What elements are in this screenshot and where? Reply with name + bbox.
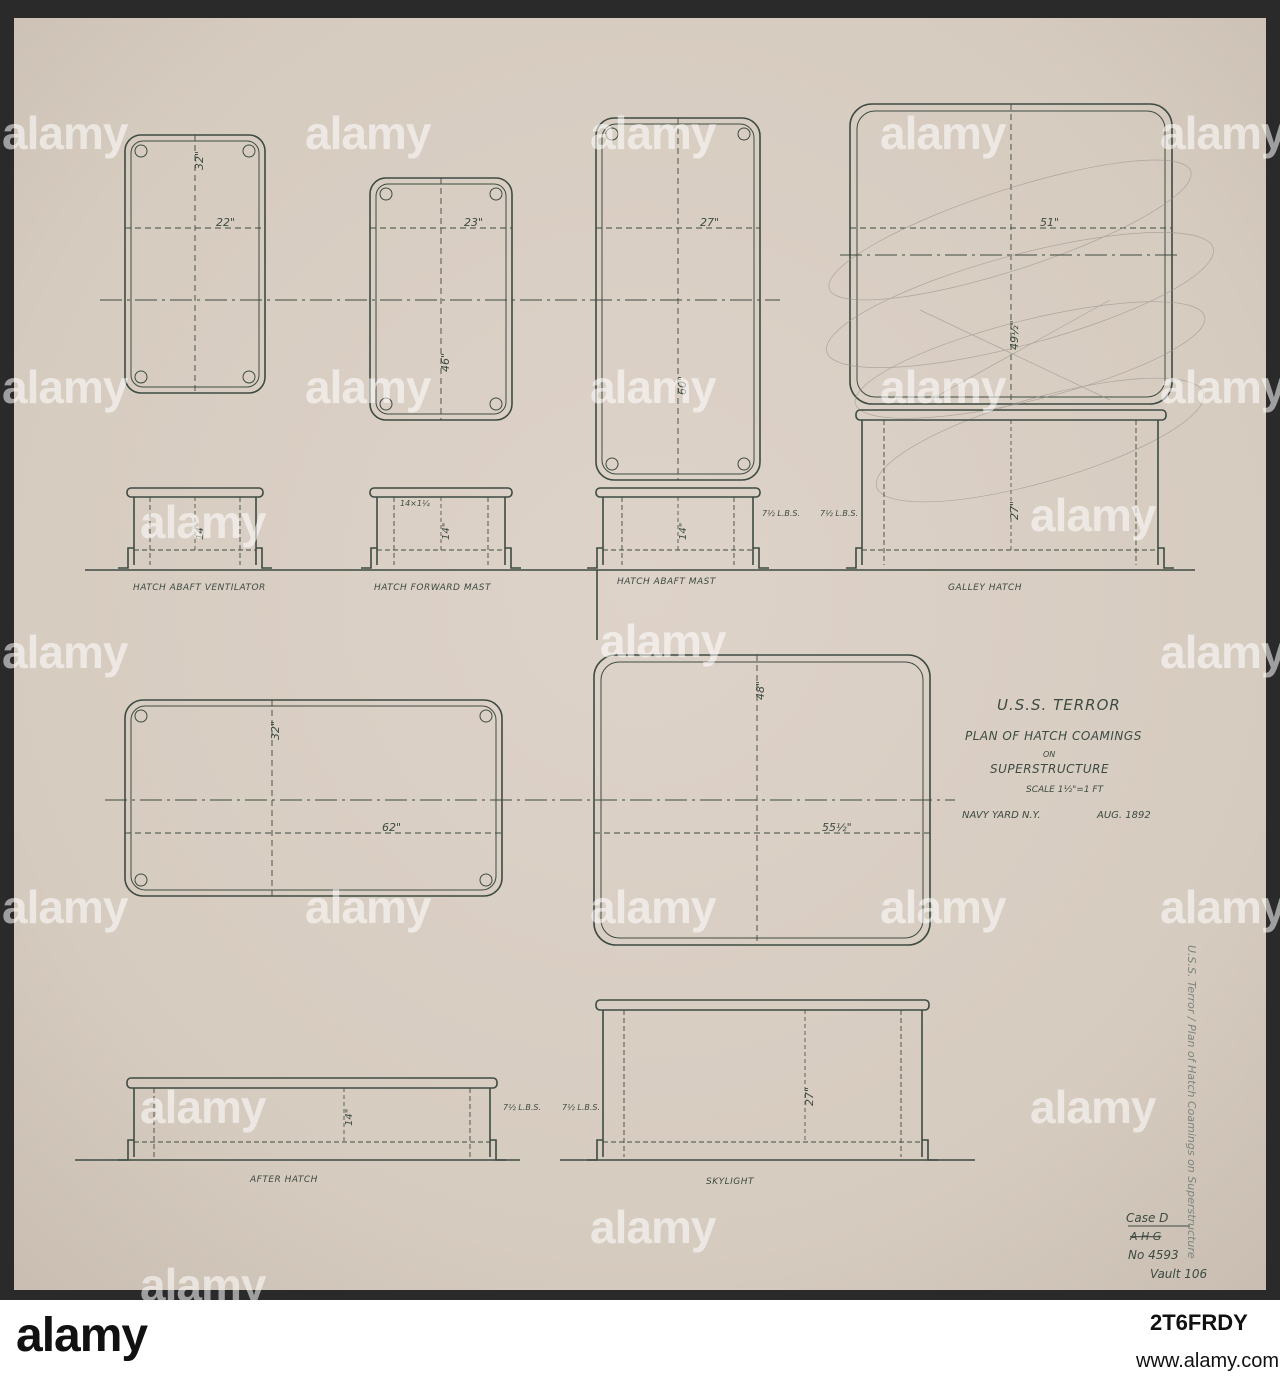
archive-case: Case D	[1126, 1211, 1168, 1225]
caption-galley-hatch: GALLEY HATCH	[948, 583, 1022, 593]
archive-vault: Vault 106	[1150, 1267, 1208, 1281]
dim-h3-width: 27"	[700, 216, 719, 229]
drawing-subtitle-1: PLAN OF HATCH COAMINGS	[965, 729, 1142, 743]
archive-number: No 4593	[1128, 1248, 1179, 1262]
dim-h1-height: 32"	[193, 151, 206, 170]
blueprint-drawing: 32" 22" 23" 46" 27" 60" 51" 49½" 32" 62"…	[0, 0, 1280, 1300]
blueprint-sheet: 32" 22" 23" 46" 27" 60" 51" 49½" 32" 62"…	[0, 0, 1280, 1300]
stock-footer: alamy 2T6FRDY www.alamy.com	[0, 1300, 1280, 1390]
drawing-yard: NAVY YARD N.Y.	[962, 810, 1041, 821]
elev-h2-height: 14"	[441, 523, 452, 540]
hatch-forward-mast-elevation	[361, 487, 521, 569]
dim-h4-width: 51"	[1040, 216, 1059, 229]
dim-h3-height: 60"	[676, 376, 689, 395]
caption-hatch-abaft-ventilator: HATCH ABAFT VENTILATOR	[133, 583, 266, 593]
elev-h3-note: 7½ L.B.S.	[762, 509, 800, 518]
hatch-abaft-ventilator-plan	[124, 134, 266, 394]
caption-skylight: SKYLIGHT	[706, 1177, 755, 1187]
hatch-abaft-ventilator-elevation	[118, 487, 272, 569]
dim-h2-height: 46"	[439, 353, 452, 372]
elev-h4-note: 7½ L.B.S.	[820, 509, 858, 518]
caption-after-hatch: AFTER HATCH	[249, 1175, 318, 1185]
site-url: www.alamy.com	[1136, 1350, 1279, 1372]
skylight-elevation	[587, 999, 938, 1161]
hatch-forward-mast-plan	[369, 177, 513, 421]
galley-hatch-plan	[826, 103, 1214, 503]
drawing-subtitle-3: SUPERSTRUCTURE	[990, 762, 1109, 776]
dim-h6-height: 48"	[754, 681, 767, 700]
archive-struck: A H G	[1129, 1230, 1161, 1243]
after-hatch-elevation	[118, 1077, 506, 1161]
drawing-subtitle-2: ON	[1043, 750, 1055, 759]
dim-h6-width: 55½"	[822, 821, 852, 834]
dim-h4-height: 49½"	[1008, 320, 1021, 350]
side-pencil-note: U.S.S. Terror / Plan of Hatch Coamings o…	[1185, 945, 1198, 1259]
galley-hatch-elevation	[846, 409, 1174, 569]
dim-h5-height: 32"	[269, 721, 282, 740]
caption-hatch-forward-mast: HATCH FORWARD MAST	[374, 583, 492, 593]
drawing-title: U.S.S. TERROR	[997, 696, 1121, 714]
alamy-logo: alamy	[16, 1309, 148, 1362]
after-hatch-plan	[124, 699, 503, 897]
elev-h5-note: 7½ L.B.S.	[503, 1103, 541, 1112]
elev-h6-height: 27"	[803, 1087, 816, 1106]
hatch-abaft-mast-elevation	[587, 487, 769, 569]
elev-h1-height: 14"	[195, 523, 206, 540]
hatch-abaft-mast-plan	[595, 117, 761, 481]
elev-h3-height: 14"	[678, 523, 689, 540]
elev-h6-note: 7½ L.B.S.	[562, 1103, 600, 1112]
drawing-scale: SCALE 1½"=1 FT	[1026, 785, 1105, 795]
drawing-date: AUG. 1892	[1096, 810, 1151, 821]
paper	[14, 18, 1266, 1290]
elev-h4-height: 27"	[1008, 501, 1021, 520]
caption-hatch-abaft-mast: HATCH ABAFT MAST	[617, 577, 717, 587]
dim-h2-width: 23"	[464, 216, 483, 229]
elev-h2-note: 14×1¼	[400, 499, 430, 508]
dim-h5-width: 62"	[382, 821, 401, 834]
image-id: 2T6FRDY	[1150, 1310, 1248, 1335]
elev-h5-height: 14"	[344, 1109, 355, 1126]
dim-h1-width: 22"	[216, 216, 235, 229]
